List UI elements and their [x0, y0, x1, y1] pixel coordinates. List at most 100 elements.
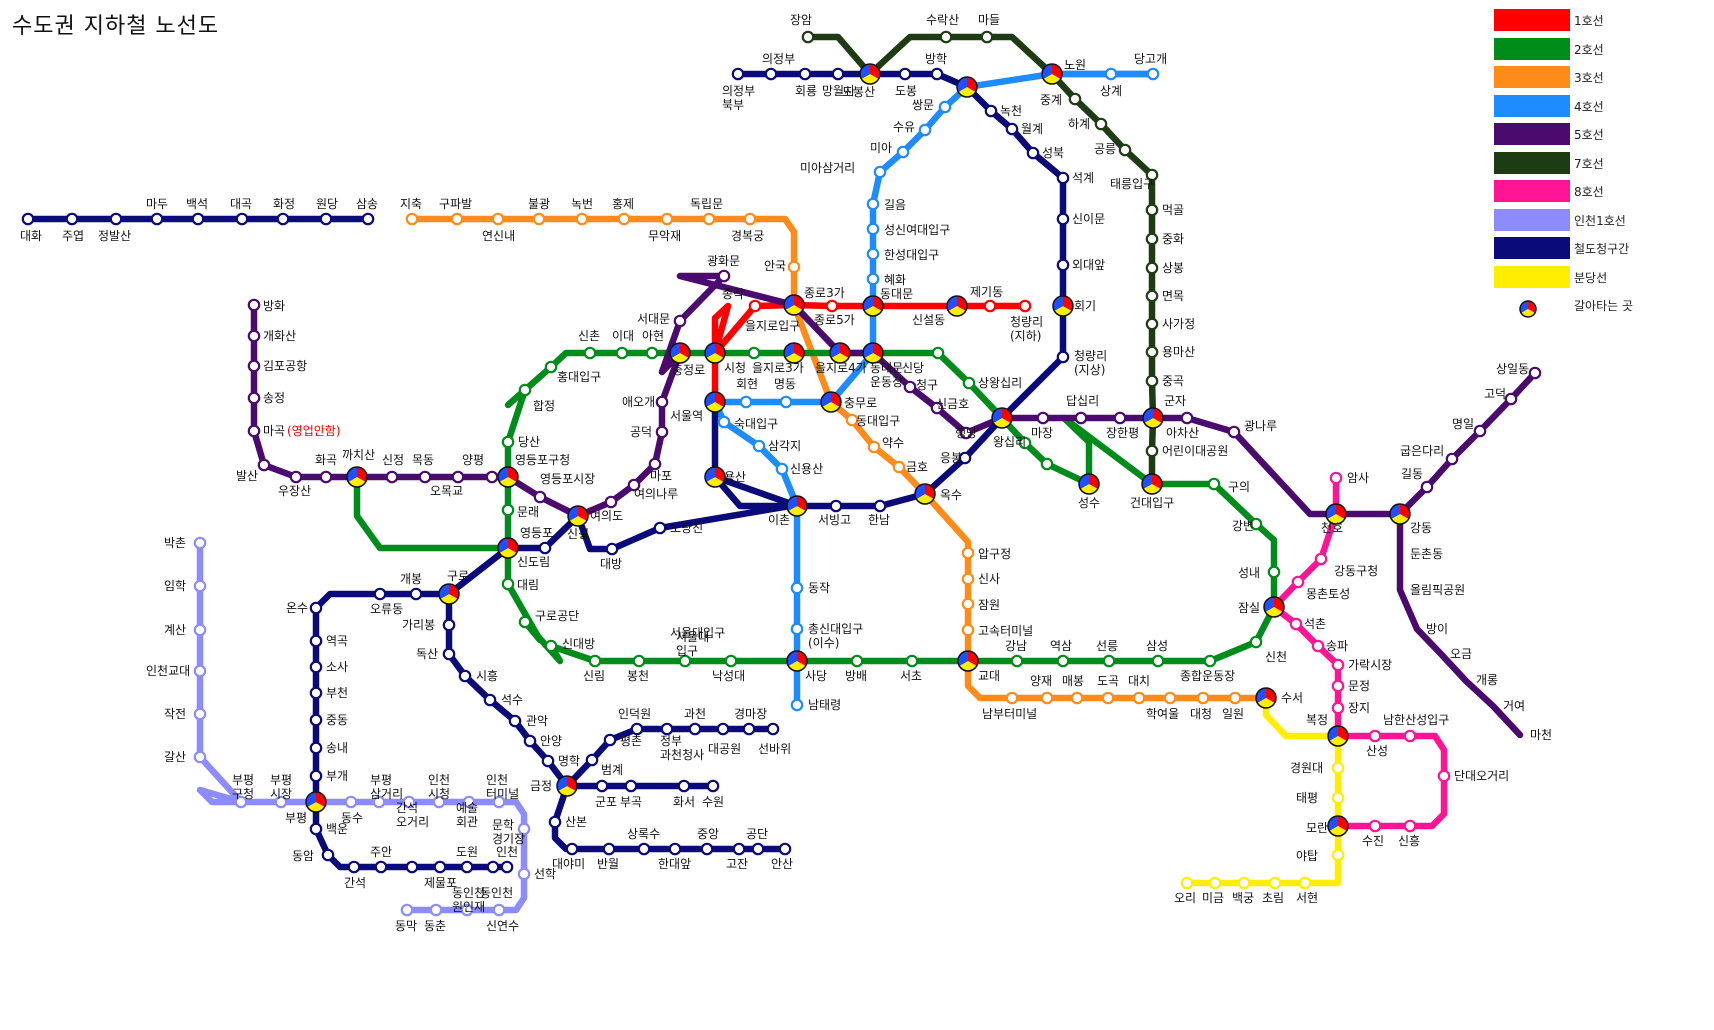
station[interactable] [704, 391, 726, 413]
station[interactable] [716, 722, 730, 736]
station[interactable] [1018, 436, 1032, 450]
station[interactable] [1056, 654, 1070, 668]
station[interactable] [541, 754, 555, 768]
station[interactable] [867, 440, 881, 454]
station[interactable] [961, 623, 975, 637]
station[interactable] [706, 779, 720, 793]
station[interactable] [1005, 691, 1019, 705]
station[interactable] [1331, 791, 1345, 805]
station[interactable] [462, 795, 476, 809]
station[interactable] [517, 867, 531, 881]
station[interactable] [783, 294, 805, 316]
station[interactable] [595, 779, 609, 793]
station[interactable] [752, 439, 766, 453]
station[interactable] [787, 260, 801, 274]
station[interactable] [831, 67, 845, 81]
station[interactable] [1026, 146, 1040, 160]
station[interactable] [1227, 425, 1241, 439]
station[interactable] [778, 842, 792, 856]
station[interactable] [193, 579, 207, 593]
station[interactable] [344, 795, 358, 809]
station[interactable] [544, 639, 558, 653]
station[interactable] [1056, 171, 1070, 185]
station[interactable] [743, 212, 757, 226]
station[interactable] [1145, 345, 1159, 359]
station[interactable] [1180, 411, 1194, 425]
station[interactable] [1142, 407, 1164, 429]
station[interactable] [747, 346, 761, 360]
station[interactable] [801, 30, 815, 44]
station[interactable] [1010, 654, 1024, 668]
station[interactable] [247, 424, 261, 438]
station[interactable] [451, 470, 465, 484]
station[interactable] [442, 647, 456, 661]
station[interactable] [668, 842, 682, 856]
station[interactable] [1196, 691, 1210, 705]
station[interactable] [961, 546, 975, 560]
station[interactable] [1018, 299, 1032, 313]
station[interactable] [914, 483, 936, 505]
station[interactable] [1528, 366, 1542, 380]
station[interactable] [1208, 876, 1222, 890]
station[interactable] [460, 860, 474, 874]
station[interactable] [450, 212, 464, 226]
station[interactable] [850, 654, 864, 668]
station[interactable] [257, 458, 271, 472]
station[interactable] [653, 521, 667, 535]
station[interactable] [548, 815, 562, 829]
station[interactable] [1403, 819, 1417, 833]
station[interactable] [790, 622, 804, 636]
station[interactable] [1368, 729, 1382, 743]
station[interactable] [1420, 480, 1434, 494]
station[interactable] [896, 145, 910, 159]
station[interactable] [429, 903, 443, 917]
station[interactable] [309, 822, 323, 836]
station[interactable] [1068, 92, 1082, 106]
station[interactable] [786, 650, 808, 672]
station[interactable] [191, 212, 205, 226]
station[interactable] [193, 707, 207, 721]
station[interactable] [1145, 232, 1159, 246]
station[interactable] [193, 623, 207, 637]
station[interactable] [1040, 457, 1054, 471]
station[interactable] [309, 769, 323, 783]
station[interactable] [1146, 67, 1160, 81]
station[interactable] [930, 401, 944, 415]
station[interactable] [247, 298, 261, 312]
station[interactable] [500, 860, 514, 874]
station[interactable] [775, 462, 789, 476]
station[interactable] [319, 212, 333, 226]
station[interactable] [961, 572, 975, 586]
station[interactable] [501, 435, 515, 449]
station[interactable] [946, 295, 968, 317]
station[interactable] [193, 536, 207, 550]
station[interactable] [1314, 552, 1328, 566]
station[interactable] [402, 795, 416, 809]
station[interactable] [630, 722, 644, 736]
station[interactable] [742, 722, 756, 736]
station[interactable] [442, 618, 456, 632]
station[interactable] [247, 359, 261, 373]
station[interactable] [1145, 168, 1159, 182]
station[interactable] [309, 741, 323, 755]
station[interactable] [820, 391, 842, 413]
station[interactable] [1331, 679, 1345, 693]
station[interactable] [346, 466, 368, 488]
station[interactable] [790, 698, 804, 712]
station[interactable] [1141, 473, 1163, 495]
station[interactable] [717, 415, 731, 429]
station[interactable] [731, 67, 745, 81]
station[interactable] [1403, 729, 1417, 743]
station[interactable] [193, 750, 207, 764]
station[interactable] [959, 426, 973, 440]
station[interactable] [1331, 701, 1345, 715]
station[interactable] [1289, 617, 1303, 631]
station[interactable] [309, 686, 323, 700]
station[interactable] [109, 212, 123, 226]
station[interactable] [321, 848, 335, 862]
station[interactable] [361, 212, 375, 226]
station[interactable] [615, 346, 629, 360]
station[interactable] [1445, 452, 1459, 466]
station[interactable] [984, 104, 998, 118]
station[interactable] [939, 30, 953, 44]
